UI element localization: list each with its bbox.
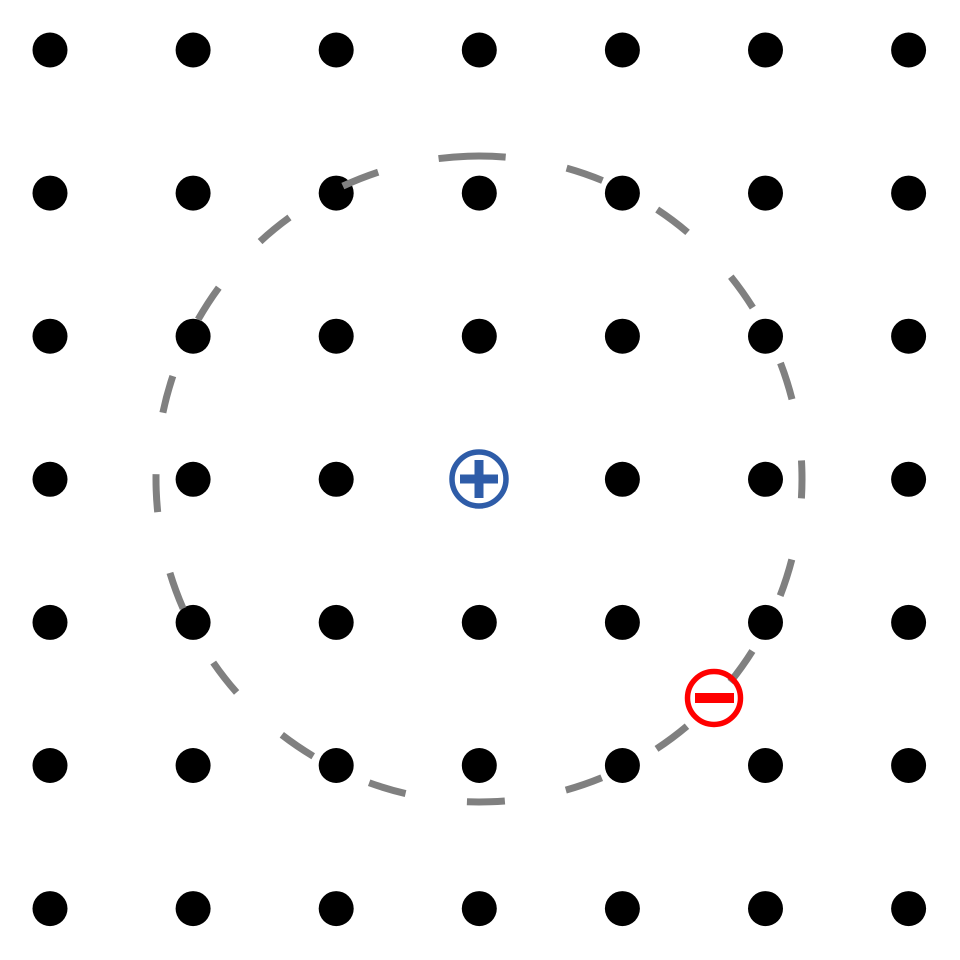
lattice-dot — [318, 318, 354, 354]
lattice-dot — [32, 748, 68, 783]
lattice-dot — [604, 32, 640, 68]
lattice-dot — [748, 318, 783, 354]
lattice-dot — [891, 748, 927, 783]
negative-charge-icon — [684, 668, 744, 728]
lattice-dot — [32, 891, 68, 927]
lattice-dot — [604, 318, 640, 354]
lattice-dot — [748, 604, 783, 640]
lattice-dot — [891, 891, 927, 927]
lattice-dot — [748, 748, 783, 783]
lattice-dot — [175, 748, 211, 783]
lattice-dot — [748, 461, 783, 497]
lattice-dot — [175, 175, 211, 211]
dashed-boundary-circle — [152, 152, 806, 806]
lattice-dot — [175, 604, 211, 640]
lattice-dot — [318, 32, 354, 68]
lattice-dot — [748, 891, 783, 927]
lattice-dot — [32, 175, 68, 211]
lattice-dot — [461, 32, 497, 68]
lattice-dot — [318, 604, 354, 640]
lattice-dot — [891, 461, 927, 497]
lattice-dot — [604, 175, 640, 211]
lattice-dot — [32, 32, 68, 68]
lattice-dot — [175, 461, 211, 497]
lattice-dot — [604, 461, 640, 497]
lattice-dot — [461, 175, 497, 211]
lattice-dot — [604, 748, 640, 783]
lattice-dot — [32, 461, 68, 497]
lattice-dot — [604, 891, 640, 927]
lattice-dot — [32, 318, 68, 354]
lattice-dot — [461, 891, 497, 927]
lattice-dot — [318, 891, 354, 927]
lattice-dot — [175, 318, 211, 354]
lattice-dot — [175, 32, 211, 68]
lattice-dot — [461, 748, 497, 783]
lattice-dot — [748, 175, 783, 211]
lattice-dot — [604, 604, 640, 640]
lattice-dot — [891, 604, 927, 640]
lattice-dot — [891, 32, 927, 68]
positive-charge-icon — [449, 449, 509, 509]
lattice-dot — [748, 32, 783, 68]
lattice-dot — [891, 175, 927, 211]
lattice-dot — [318, 461, 354, 497]
lattice-dot — [461, 604, 497, 640]
lattice-dot — [32, 604, 68, 640]
lattice-dot — [318, 748, 354, 783]
lattice-dots — [32, 32, 927, 927]
lattice-dot — [461, 318, 497, 354]
lattice-dot — [175, 891, 211, 927]
lattice-dot — [891, 318, 927, 354]
